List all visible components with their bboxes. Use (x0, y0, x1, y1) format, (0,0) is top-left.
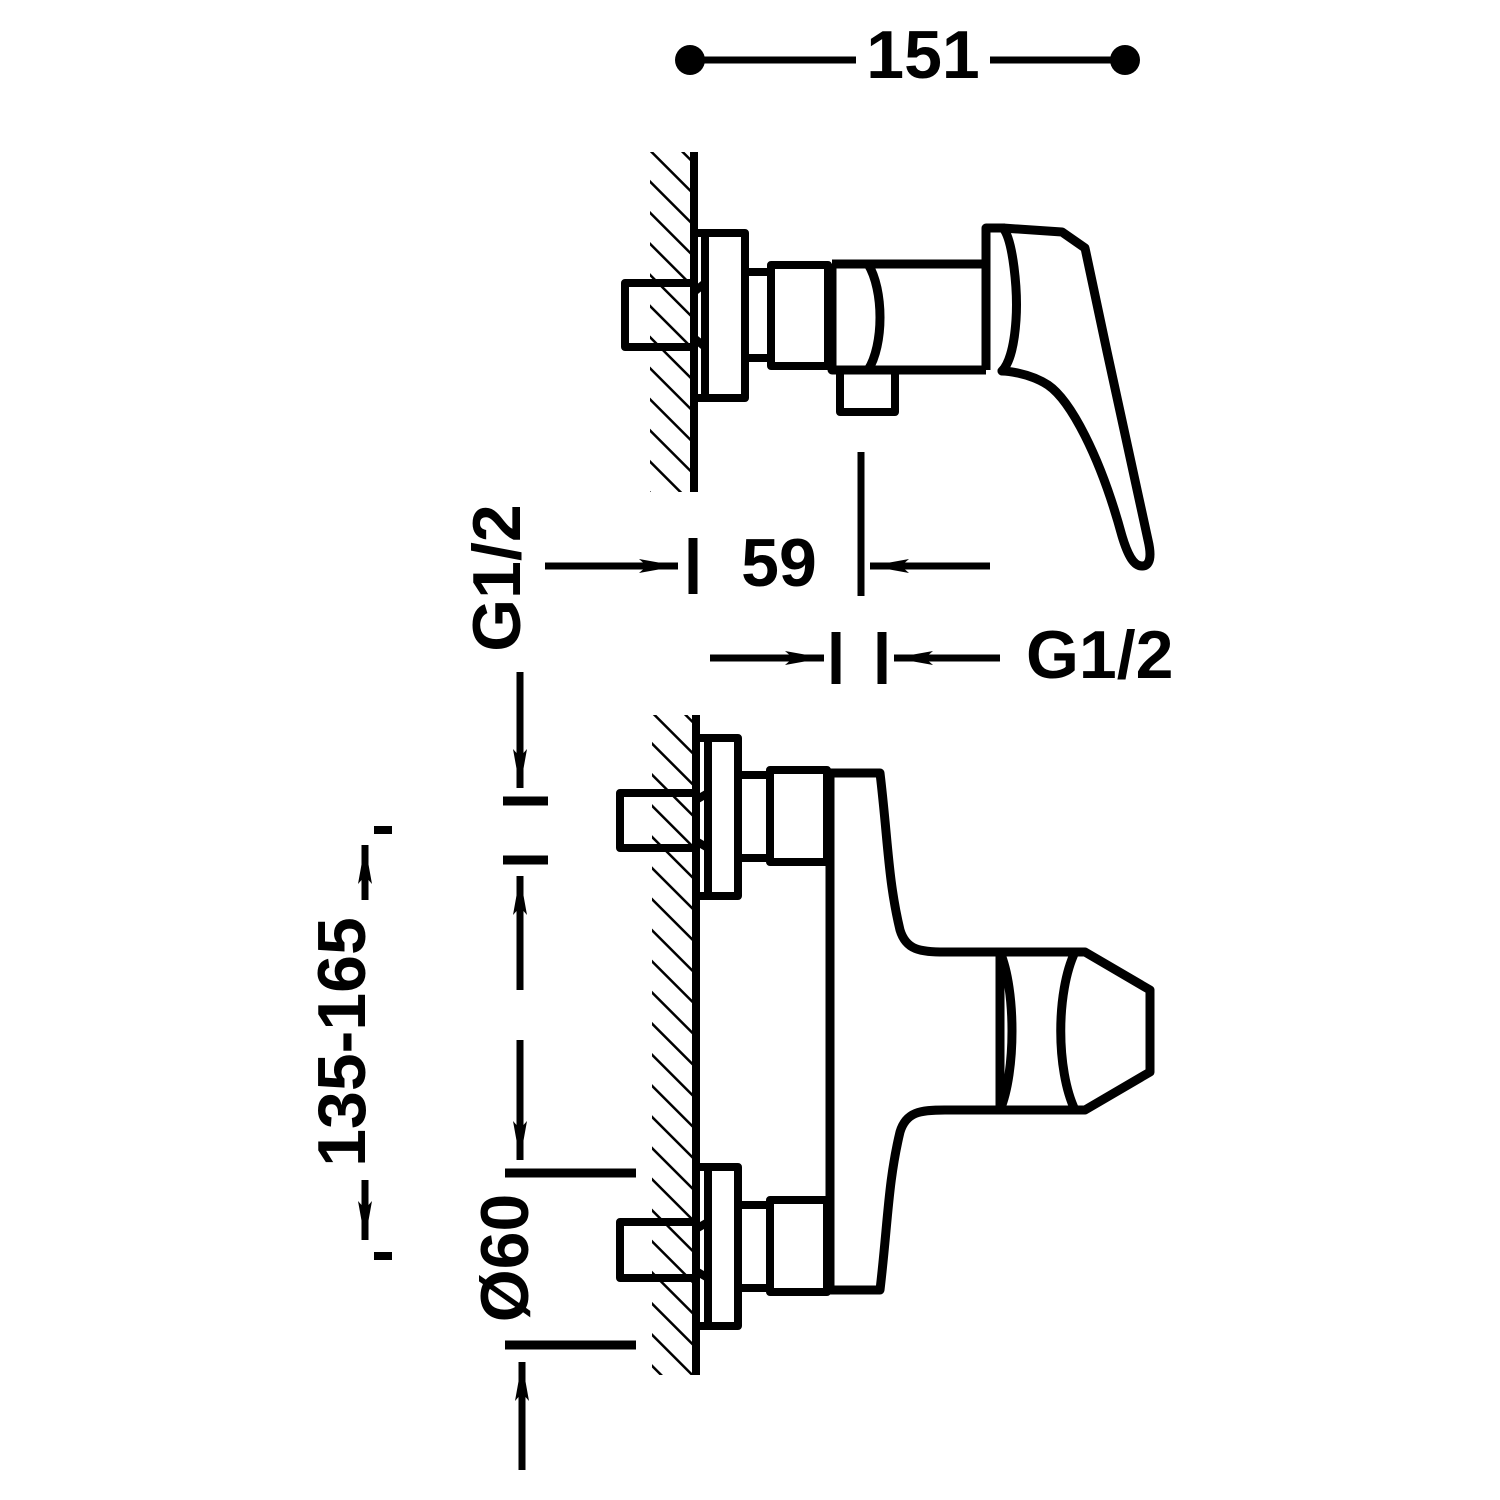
side-elevation-view (621, 152, 1155, 596)
dimension-59-group: 59 (545, 525, 990, 601)
front-elevation-view (616, 715, 1155, 1375)
dimension-151-group: 151 (675, 17, 1140, 93)
shower-outlet-connector (945, 947, 1155, 1115)
dimension-135-165-label: 135-165 (304, 917, 380, 1167)
wall-section-hatching-upper (650, 152, 698, 492)
lever-handle-upper (997, 223, 1155, 571)
escutcheon-flange-upper (690, 229, 749, 402)
inlet-assembly-bottom (616, 1163, 831, 1330)
dimension-59-label: 59 (741, 525, 817, 601)
dimension-g12-vertical-group: G1/2 (459, 504, 548, 806)
dimension-135-165-group: 135-165 (304, 826, 392, 1260)
outlet-stub-upper (836, 370, 899, 416)
dimension-d60-label: Ø60 (467, 1194, 543, 1323)
mixer-body-lower (825, 768, 946, 1295)
dimension-151-label: 151 (866, 17, 979, 93)
dimension-151-right-dot (1110, 45, 1140, 75)
mixer-body-upper (827, 223, 1005, 375)
dimension-g12-horizontal-label: G1/2 (1026, 617, 1173, 693)
dimension-g12-vertical-label: G1/2 (459, 504, 535, 651)
dimension-diameter-60-group: Ø60 (467, 855, 636, 1470)
dimension-g12-horizontal-group: G1/2 (710, 617, 1173, 693)
